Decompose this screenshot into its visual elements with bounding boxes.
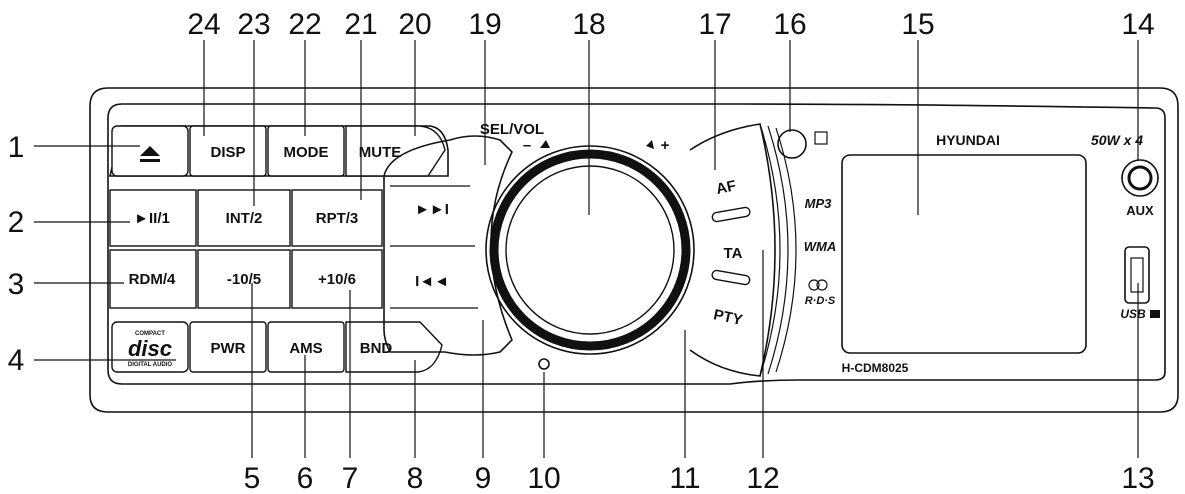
brand-logo: HYUNDAI [936,132,1000,148]
callout-10: 10 [527,462,560,494]
plus10-6-button[interactable]: +10/6 [291,249,383,309]
mute-button[interactable]: MUTE [345,125,446,177]
rdm-4-button[interactable]: RDM/4 [109,249,197,309]
callout-18: 18 [572,8,605,41]
skip-region [383,135,513,356]
callout-20: 20 [398,8,431,41]
aux-jack[interactable] [1121,159,1159,197]
vol-plus-label: + [661,137,670,154]
vol-arrow-icon [540,140,654,149]
callout-17: 17 [698,8,731,41]
eject-button[interactable] [111,125,189,177]
prev-track-button[interactable]: I◄◄ [390,273,478,309]
display-screen [841,154,1087,354]
next-track-button[interactable]: ►►I [390,185,475,247]
wma-logo: WMA [804,239,837,254]
disc-logo-top: COMPACT [135,331,165,337]
pwr-label: PWR [211,340,246,357]
minus10-5-label: -10/5 [227,271,261,288]
rpt-3-label: RPT/3 [316,210,359,227]
callout-24: 24 [187,8,220,41]
bnd-label: BND [360,340,393,357]
plus10-6-label: +10/6 [318,271,356,288]
callout-9: 9 [475,462,492,494]
callout-21: 21 [344,8,377,41]
button-block [108,125,449,177]
eject-icon [140,146,160,162]
faceplate [107,103,1166,385]
minus10-5-button[interactable]: -10/5 [197,249,291,309]
rds-button-arc [689,123,776,377]
disc-logo: COMPACT disc DIGITAL AUDIO [111,321,189,373]
callout-14: 14 [1121,8,1154,41]
leader-lines [34,40,1139,458]
rdm-4-label: RDM/4 [129,271,176,288]
usb-port[interactable] [1124,246,1150,304]
disc-logo-bottom: DIGITAL AUDIO [128,362,173,368]
int-2-label: INT/2 [226,210,263,227]
usb-label: USB [1120,307,1146,321]
pty-button[interactable]: PTY [712,306,744,329]
pwr-button[interactable]: PWR [189,321,267,373]
ta-pty-divider [711,269,751,286]
callout-22: 22 [288,8,321,41]
callout-11: 11 [669,462,700,494]
af-ta-divider [711,206,751,223]
pty-label: PTY [712,306,744,329]
usb-icon [1150,310,1160,318]
callout-15: 15 [901,8,934,41]
mode-label: MODE [284,144,329,161]
ta-label: TA [724,245,743,262]
rds-logo: R·D·S [805,279,836,307]
prev-label: I◄◄ [415,273,449,290]
rds-outer-arc [759,123,797,377]
callout-2: 2 [8,206,25,239]
disp-button[interactable]: DISP [189,125,267,177]
callout-16: 16 [773,8,806,41]
mp3-logo: MP3 [805,196,833,211]
sel-vol-label: SEL/VOL [480,121,544,138]
callout-6: 6 [297,462,314,494]
af-label: AF [715,177,738,198]
bnd-button[interactable]: BND [345,321,443,373]
ta-button[interactable]: TA [724,245,743,262]
mute-label: MUTE [359,144,402,161]
callout-1: 1 [8,131,25,164]
power-rating: 50W x 4 [1091,132,1143,148]
rds-logo-text: R·D·S [805,295,836,307]
ams-label: AMS [289,340,322,357]
callout-4: 4 [8,344,25,377]
play-pause-1-label: ►II/1 [134,210,170,227]
callout-3: 3 [8,268,25,301]
vol-minus-label: – [523,137,531,154]
disp-label: DISP [210,144,245,161]
microphone-hole [538,358,550,370]
ams-button[interactable]: AMS [267,321,345,373]
play-pause-1-button[interactable]: ►II/1 [109,189,197,247]
callout-8: 8 [407,462,424,494]
disc-logo-main: disc [128,336,172,361]
callout-13: 13 [1121,462,1154,494]
af-button[interactable]: AF [715,177,738,198]
ir-icon [814,131,828,145]
outer-housing [89,87,1179,413]
callout-19: 19 [468,8,501,41]
callout-12: 12 [746,462,779,494]
model-label: H-CDM8025 [842,361,909,375]
callout-5: 5 [244,462,261,494]
aux-label: AUX [1126,203,1154,218]
next-label: ►►I [415,201,449,218]
mode-button[interactable]: MODE [267,125,345,177]
callout-7: 7 [342,462,359,494]
volume-knob[interactable] [485,145,695,355]
ir-sensor [777,129,807,159]
rpt-3-button[interactable]: RPT/3 [291,189,383,247]
callout-23: 23 [237,8,270,41]
int-2-button[interactable]: INT/2 [197,189,291,247]
